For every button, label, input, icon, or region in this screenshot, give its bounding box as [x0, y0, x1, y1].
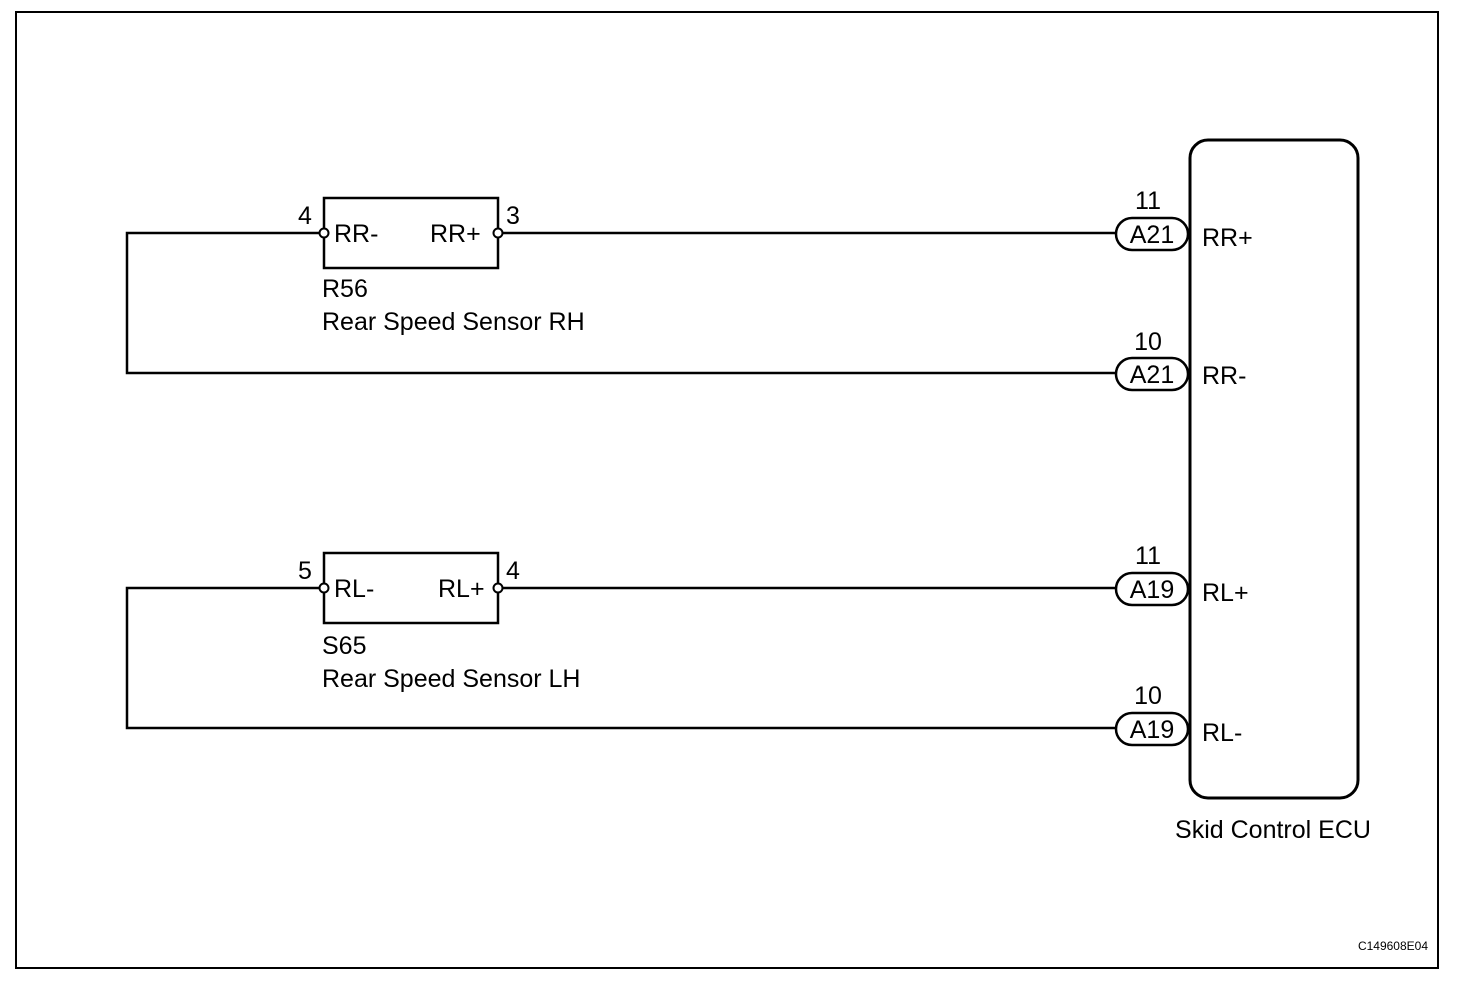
ecu-terminal-label: RL-: [1202, 719, 1242, 747]
sensor-lh-code: S65: [322, 632, 366, 660]
sensor-rh-pin-3: [492, 227, 504, 239]
connector-oval: [1114, 216, 1190, 252]
ecu-terminal-connector: A21: [1130, 221, 1174, 249]
ecu-terminal-label: RR-: [1202, 362, 1246, 390]
sensor-rh-pin-right-number: 3: [506, 202, 520, 230]
sensor-rh-pin-left-label: RR-: [334, 220, 378, 248]
sensor-lh-pin-4: [492, 582, 504, 594]
ecu-terminal-connector: A21: [1130, 361, 1174, 389]
ecu-terminal-connector: A19: [1130, 576, 1174, 604]
figure-code: C149608E04: [1358, 939, 1428, 953]
ecu-terminal-pin: 11: [1135, 542, 1161, 570]
ecu-terminal-pin: 10: [1134, 682, 1162, 710]
ecu-terminal-rr-minus: A21 10 RR-: [1114, 328, 1246, 392]
sensor-rh-pin-4: [318, 227, 330, 239]
ecu-terminal-rl-minus: A19 10 RL-: [1114, 682, 1242, 747]
connector-oval: [1114, 356, 1190, 392]
ecu-terminal-rr-plus: A21 11 RR+: [1114, 187, 1253, 252]
sensor-lh-pin-left-label: RL-: [334, 575, 374, 603]
sensor-lh-name: Rear Speed Sensor LH: [322, 665, 580, 693]
wire-rr-minus: [125, 231, 1116, 375]
ecu-name: Skid Control ECU: [1175, 816, 1371, 844]
sensor-lh-pin-left-number: 5: [298, 557, 312, 585]
ecu-terminal-pin: 10: [1134, 328, 1162, 356]
sensor-rh-pin-left-number: 4: [298, 202, 312, 230]
ecu-terminal-label: RR+: [1202, 224, 1253, 252]
sensor-rh-pin-right-label: RR+: [430, 220, 481, 248]
diagram-frame: [15, 11, 1439, 969]
wire-rl-minus: [125, 586, 1116, 730]
ecu-terminal-pin: 11: [1135, 187, 1161, 215]
sensor-lh-pin-right-number: 4: [506, 557, 520, 585]
connector-oval: [1114, 711, 1190, 747]
rh-circuit: 4 RR- RR+ 3 R56 Rear Speed Sensor RH: [125, 196, 1116, 375]
ecu-terminal-connector: A19: [1130, 716, 1174, 744]
ecu-terminal-rl-plus: A19 11 RL+: [1114, 542, 1249, 607]
sensor-lh-pin-right-label: RL+: [438, 575, 485, 603]
sensor-rh-code: R56: [322, 275, 368, 303]
sensor-lh-pin-5: [318, 582, 330, 594]
connector-oval: [1114, 571, 1190, 607]
sensor-rh-name: Rear Speed Sensor RH: [322, 308, 585, 336]
ecu-box: [1188, 138, 1360, 800]
skid-control-ecu: A21 11 RR+ A21 10 RR- A19 11 RL+ A19 10 …: [1114, 138, 1371, 844]
lh-circuit: 5 RL- RL+ 4 S65 Rear Speed Sensor LH: [125, 551, 1116, 730]
ecu-terminal-label: RL+: [1202, 579, 1249, 607]
